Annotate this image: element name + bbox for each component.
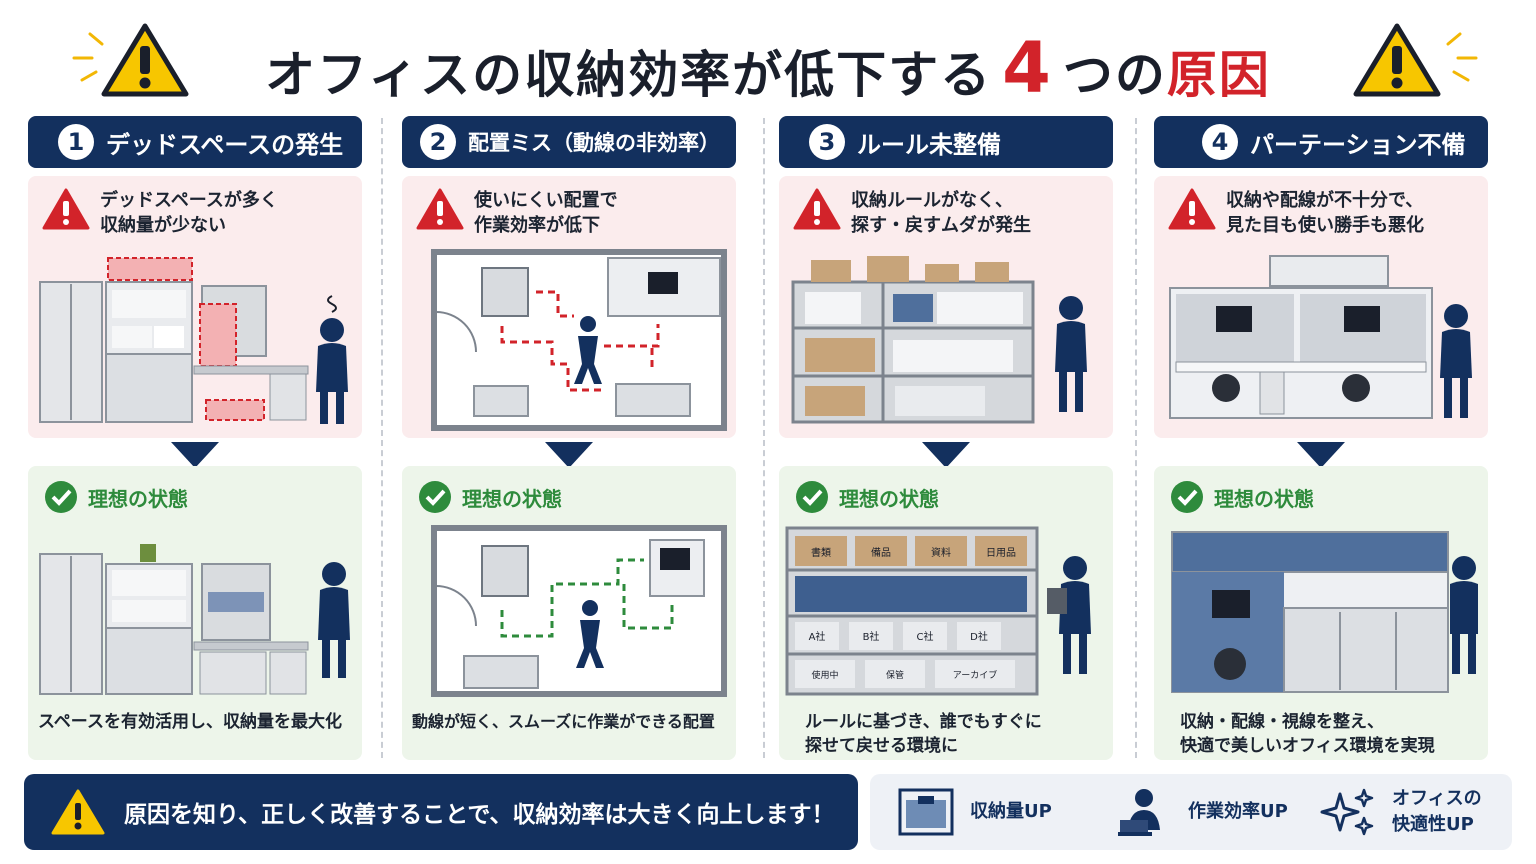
- cause-column-2: 2 配置ミス（動線の非効率） 使いにくい配置で 作業効率が低下 理想: [402, 116, 736, 760]
- benefit-label: 作業効率UP: [1188, 801, 1288, 822]
- cause-title: デッドスペースの発生: [106, 130, 344, 159]
- cause-heading: 4 パーテーション不備: [1154, 116, 1488, 168]
- column-divider: [381, 118, 383, 758]
- column-divider: [1135, 118, 1137, 758]
- problem-text: 収納や配線が不十分で、 見た目も使い勝手も悪化: [1226, 190, 1424, 236]
- warning-icon: [1168, 188, 1216, 230]
- storage-box-icon: [898, 788, 954, 836]
- sparkle-icon: [1320, 788, 1374, 836]
- efficient-layout-illustration: [431, 525, 727, 697]
- benefit-label: オフィスの 快適性UP: [1392, 788, 1482, 835]
- footer-message: 原因を知り、正しく改善することで、収納効率は大きく向上します！: [124, 802, 835, 828]
- sparkle-lines-icon: [72, 32, 104, 82]
- cause-number: 1: [58, 124, 94, 160]
- ideal-panel: 理想の状態 書類 備品 資料 日用品 A社 B社 C社 D社: [779, 466, 1113, 760]
- messy-shelf-illustration: [791, 256, 1087, 424]
- cause-column-3: 3 ルール未整備 収納ルールがなく、 探す・戻すムダが発生: [779, 116, 1113, 760]
- warning-icon: [101, 23, 189, 97]
- benefit-label: 収納量UP: [970, 801, 1052, 822]
- ideal-panel: 理想の状態 スペースを有効活用し、収納量を最大化: [28, 466, 362, 760]
- cause-number: 4: [1202, 124, 1238, 160]
- cause-number: 2: [420, 124, 456, 160]
- down-arrow-icon: [922, 442, 970, 468]
- shelf-label: 保管: [886, 669, 904, 681]
- shelf-label: B社: [863, 630, 880, 643]
- problem-text: デッドスペースが多く 収納量が少ない: [100, 190, 278, 236]
- shelf-label: アーカイブ: [953, 669, 997, 681]
- cause-heading: 1 デッドスペースの発生: [28, 116, 362, 168]
- shelf-label: 資料: [931, 546, 951, 559]
- ideal-panel: 理想の状態 動線が短く、スムーズに作業ができる配置: [402, 466, 736, 760]
- cause-title: パーテーション不備: [1250, 130, 1466, 159]
- down-arrow-icon: [171, 442, 219, 468]
- warning-icon: [793, 188, 841, 230]
- inefficient-layout-illustration: [431, 249, 727, 431]
- problem-text: 使いにくい配置で 作業効率が低下: [474, 190, 618, 236]
- warning-icon: [51, 789, 105, 835]
- benefit-comfort: オフィスの 快適性UP: [1318, 774, 1482, 850]
- worker-laptop-icon: [1118, 789, 1160, 836]
- sparkle-lines-icon: [1446, 32, 1478, 82]
- benefits-bar: 収納量UP 作業効率UP オフィスの 快適性UP: [870, 774, 1512, 850]
- organized-storage-illustration: [39, 544, 350, 695]
- shelf-label: A社: [809, 630, 826, 643]
- ideal-text: スペースを有効活用し、収納量を最大化: [38, 712, 342, 732]
- problem-panel: デッドスペースが多く 収納量が少ない: [28, 176, 362, 438]
- problem-panel: 収納や配線が不十分で、 見た目も使い勝手も悪化: [1154, 176, 1488, 438]
- shelf-label: 使用中: [811, 669, 838, 681]
- shelf-label: 書類: [811, 546, 831, 559]
- check-circle-icon: [419, 481, 451, 513]
- cause-column-4: 4 パーテーション不備 収納や配線が不十分で、 見た目も使い勝手も悪化: [1154, 116, 1488, 760]
- footer-message-bar: 原因を知り、正しく改善することで、収納効率は大きく向上します！: [24, 774, 858, 850]
- shelf-label: 日用品: [986, 547, 1016, 559]
- benefit-efficiency: 作業効率UP: [1114, 774, 1288, 850]
- cause-title: ルール未整備: [857, 130, 1001, 159]
- shelf-label: C社: [917, 630, 934, 643]
- check-circle-icon: [796, 481, 828, 513]
- ideal-label: 理想の状態: [1214, 486, 1314, 511]
- title-number: 4: [1002, 27, 1053, 109]
- cause-title: 配置ミス（動線の非効率）: [468, 131, 720, 155]
- cluttered-storage-illustration: [39, 257, 348, 424]
- warning-icon: [42, 188, 90, 230]
- down-arrow-icon: [1297, 442, 1345, 468]
- ideal-label: 理想の状態: [462, 486, 562, 511]
- problem-panel: 収納ルールがなく、 探す・戻すムダが発生: [779, 176, 1113, 438]
- ideal-panel: 理想の状態 収納・配線・視線を整え、 快適で美しいオフィス環境を実現: [1154, 466, 1488, 760]
- labeled-shelf-illustration: 書類 備品 資料 日用品 A社 B社 C社 D社 使用中 保管 アーカイブ: [785, 526, 1091, 696]
- title-bar: オフィスの収納効率が低下する 4 つの 原因: [0, 18, 1536, 118]
- benefit-storage: 収納量UP: [896, 774, 1052, 850]
- down-arrow-icon: [545, 442, 593, 468]
- cause-heading: 3 ルール未整備: [779, 116, 1113, 168]
- check-circle-icon: [45, 481, 77, 513]
- cause-heading: 2 配置ミス（動線の非効率）: [402, 116, 736, 168]
- shelf-label: D社: [970, 630, 988, 643]
- ideal-text: ルールに基づき、誰でもすぐに 探せて戻せる環境に: [805, 712, 1042, 756]
- page-title: オフィスの収納効率が低下する 4 つの 原因: [265, 27, 1271, 109]
- problem-text: 収納ルールがなく、 探す・戻すムダが発生: [851, 190, 1031, 236]
- ideal-label: 理想の状態: [839, 486, 939, 511]
- title-main: オフィスの収納効率が低下する: [265, 46, 993, 104]
- organized-partition-illustration: [1171, 531, 1478, 693]
- check-circle-icon: [1171, 481, 1203, 513]
- cause-column-1: 1 デッドスペースの発生 デッドスペースが多く 収納量が少ない: [28, 116, 362, 760]
- title-cause: 原因: [1166, 46, 1271, 104]
- warning-icon: [1353, 23, 1441, 97]
- ideal-text: 収納・配線・視線を整え、 快適で美しいオフィス環境を実現: [1180, 712, 1435, 756]
- warning-icon: [416, 188, 464, 230]
- title-suffix: つの: [1062, 46, 1167, 104]
- cause-number: 3: [809, 124, 845, 160]
- ideal-label: 理想の状態: [88, 486, 188, 511]
- ideal-text: 動線が短く、スムーズに作業ができる配置: [412, 712, 715, 731]
- column-divider: [763, 118, 765, 758]
- shelf-label: 備品: [871, 546, 891, 559]
- poor-partition-illustration: [1169, 255, 1472, 419]
- problem-panel: 使いにくい配置で 作業効率が低下: [402, 176, 736, 438]
